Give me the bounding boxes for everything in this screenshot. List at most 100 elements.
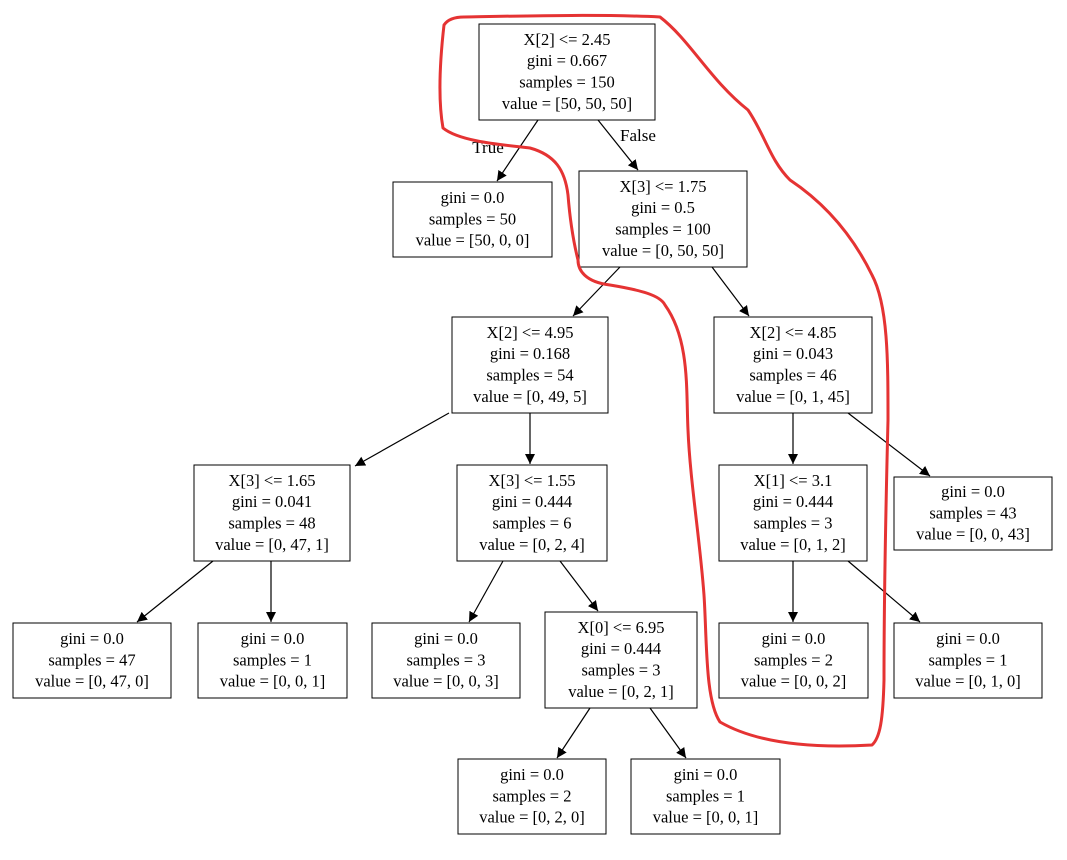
node-text-line: samples = 47 — [48, 650, 135, 669]
node-text-line: gini = 0.0 — [762, 629, 826, 648]
edge-n5-n9 — [136, 560, 214, 623]
node-text-line: gini = 0.0 — [441, 188, 505, 207]
node-text-line: gini = 0.0 — [941, 482, 1005, 501]
node-text-line: samples = 100 — [615, 220, 710, 239]
tree-node-n7: X[1] <= 3.1 gini = 0.444 samples = 3 value … — [718, 464, 868, 562]
node-box — [12, 622, 172, 699]
node-box — [893, 622, 1043, 699]
node-box — [718, 464, 868, 562]
node-text-line: samples = 48 — [228, 514, 315, 533]
node-text-line: gini = 0.0 — [414, 629, 478, 648]
node-text-line: value = [0, 2, 1] — [568, 682, 674, 701]
node-box — [578, 170, 748, 268]
node-text-line: value = [0, 49, 5] — [473, 387, 587, 406]
node-text-line: value = [0, 1, 45] — [736, 387, 850, 406]
node-text-line: value = [50, 50, 50] — [502, 94, 632, 113]
edge-n2-n3 — [572, 266, 621, 317]
node-text-line: samples = 54 — [486, 366, 573, 385]
tree-node-n2: X[3] <= 1.75 gini = 0.5 samples = 100 value… — [578, 170, 748, 268]
node-text-line: gini = 0.444 — [753, 492, 833, 511]
edge-n0-n1: True — [472, 119, 539, 182]
node-box — [544, 611, 698, 709]
edge-arrow — [649, 707, 687, 759]
hand-drawn-highlight-outline — [438, 13, 890, 748]
node-text-line: gini = 0.043 — [753, 344, 833, 363]
node-text-line: X[1] <= 3.1 — [754, 471, 833, 490]
edge-label-false: False — [620, 126, 656, 145]
node-text-line: gini = 0.0 — [674, 765, 738, 784]
node-text-line: gini = 0.0 — [500, 765, 564, 784]
node-text-line: gini = 0.041 — [232, 492, 312, 511]
node-text-line: value = [0, 50, 50] — [602, 241, 724, 260]
edge-n12-n15 — [556, 707, 591, 759]
node-text-line: gini = 0.444 — [581, 639, 661, 658]
node-text-line: value = [0, 1, 2] — [740, 535, 846, 554]
edge-n0-n2: False — [597, 119, 656, 171]
edge-arrow — [572, 266, 621, 317]
edge-arrow — [496, 119, 539, 182]
edge-arrow — [847, 412, 931, 477]
node-text-line: samples = 3 — [754, 514, 833, 533]
node-box — [478, 23, 656, 121]
node-text-line: value = [0, 2, 4] — [479, 535, 585, 554]
edge-n12-n16 — [649, 707, 687, 759]
tree-node-n9: gini = 0.0 samples = 47 value = [0, 47, 0] — [12, 622, 172, 699]
node-box — [451, 316, 609, 414]
node-text-line: samples = 2 — [754, 650, 833, 669]
node-box — [197, 622, 348, 699]
node-text-line: X[3] <= 1.65 — [229, 471, 316, 490]
edge-n2-n4 — [711, 266, 750, 317]
node-box — [718, 622, 869, 699]
edges-layer: True False — [136, 119, 931, 759]
node-text-line: gini = 0.0 — [241, 629, 305, 648]
edge-n6-n11 — [468, 560, 504, 623]
node-text-line: value = [0, 0, 1] — [653, 808, 759, 827]
node-text-line: samples = 1 — [233, 650, 312, 669]
node-text-line: X[2] <= 2.45 — [524, 30, 611, 49]
node-text-line: value = [0, 2, 0] — [479, 808, 585, 827]
tree-node-n10: gini = 0.0 samples = 1 value = [0, 0, 1] — [197, 622, 348, 699]
edge-arrow — [559, 560, 599, 612]
edge-n3-n5 — [354, 412, 450, 467]
edge-arrow — [136, 560, 214, 623]
node-text-line: value = [0, 0, 3] — [393, 672, 499, 691]
node-text-line: samples = 6 — [493, 514, 572, 533]
node-box — [456, 464, 608, 562]
tree-node-n12: X[0] <= 6.95 gini = 0.444 samples = 3 value… — [544, 611, 698, 709]
node-text-line: X[3] <= 1.75 — [620, 177, 707, 196]
node-text-line: gini = 0.667 — [527, 51, 607, 70]
node-text-line: value = [50, 0, 0] — [416, 231, 530, 250]
node-text-line: gini = 0.0 — [60, 629, 124, 648]
edge-n4-n8 — [847, 412, 931, 477]
tree-node-n4: X[2] <= 4.85 gini = 0.043 samples = 46 valu… — [713, 316, 873, 414]
node-text-line: X[2] <= 4.85 — [750, 323, 837, 342]
edge-arrow — [354, 412, 450, 467]
node-text-line: gini = 0.5 — [631, 198, 695, 217]
edge-arrow — [468, 560, 504, 623]
node-text-line: samples = 2 — [493, 786, 572, 805]
node-text-line: value = [0, 47, 0] — [35, 672, 149, 691]
node-box — [457, 758, 607, 835]
node-box — [193, 464, 351, 562]
node-text-line: X[0] <= 6.95 — [578, 618, 665, 637]
node-text-line: gini = 0.168 — [490, 344, 570, 363]
edge-arrow — [711, 266, 750, 317]
node-text-line: value = [0, 0, 1] — [220, 672, 326, 691]
node-text-line: samples = 3 — [582, 661, 661, 680]
node-text-line: samples = 50 — [429, 209, 516, 228]
node-text-line: samples = 1 — [929, 650, 1008, 669]
node-text-line: samples = 46 — [749, 366, 836, 385]
node-text-line: value = [0, 0, 43] — [916, 525, 1030, 544]
edge-arrow — [556, 707, 591, 759]
